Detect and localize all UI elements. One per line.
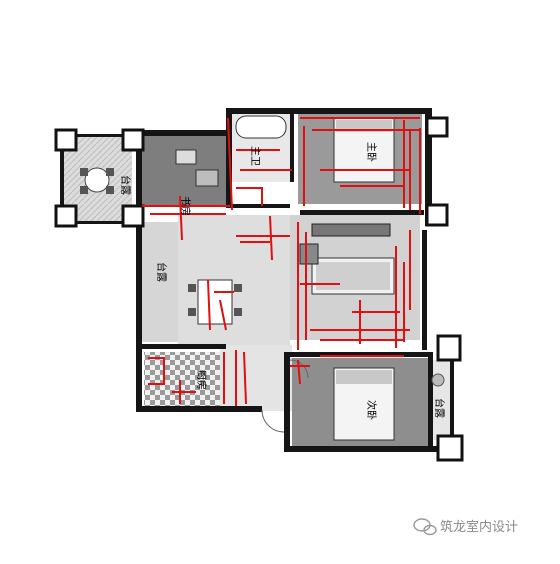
dining-floor (178, 215, 290, 345)
label-balcony-top-left: 台露 (119, 175, 132, 195)
balcony-left-floor (142, 222, 178, 342)
label-master-bath: 主卫 (249, 146, 261, 166)
room-labels: 台露 书房 主卫 主卧 台露 厨房 次卧 台露 (119, 142, 446, 420)
label-kitchen: 厨房 (195, 370, 208, 390)
red-annotations (142, 117, 421, 406)
label-study: 书房 (179, 196, 192, 216)
corridor-floor (220, 345, 292, 411)
label-balcony-right: 台露 (433, 398, 446, 418)
watermark-text: 筑龙室内设计 (440, 519, 518, 535)
column-markers (54, 116, 464, 462)
label-master-bedroom: 主卧 (365, 142, 378, 162)
label-balcony-left: 台露 (155, 262, 168, 282)
watermark: 筑龙室内设计 (413, 518, 518, 536)
kitchen-floor (144, 352, 220, 410)
wechat-icon (413, 518, 437, 536)
label-second-bedroom: 次卧 (365, 400, 378, 420)
